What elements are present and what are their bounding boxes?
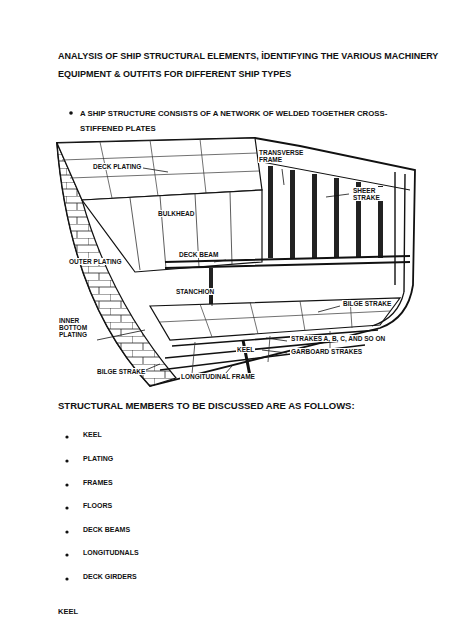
stanchion	[209, 268, 213, 306]
part-label: INNER BOTTOM PLATING	[58, 317, 98, 338]
sheer-strake	[395, 172, 405, 292]
bullet-text: A SHIP STRUCTURE CONSISTS OF A NETWORK O…	[80, 106, 428, 136]
part-label: STANCHION	[175, 288, 215, 295]
list-item: LONGITUDNALS	[83, 549, 139, 558]
bullet	[69, 111, 73, 115]
part-label: BILGE STRAKE	[96, 368, 146, 375]
list-item: DECK BEAMS	[83, 526, 130, 535]
list-item: FLOORS	[83, 502, 112, 511]
part-label: GARBOARD STRAKES	[290, 348, 363, 355]
hull-outline	[57, 138, 415, 386]
list-item: PLATING	[83, 455, 113, 464]
inner-bottom-plating	[150, 298, 400, 340]
list-item: FRAMES	[83, 479, 113, 488]
part-label: DECK BEAM	[178, 251, 219, 258]
part-label: STRAKES A, B, C, AND SO ON	[290, 335, 386, 342]
part-label: DECK PLATING	[92, 163, 142, 170]
page-title: ANALYSIS OF SHIP STRUCTURAL ELEMENTS, İD…	[58, 47, 443, 83]
deck-plating	[57, 138, 262, 200]
part-label: SHEER STRAKE	[352, 187, 390, 201]
part-label: LONGITUDINAL FRAME	[180, 373, 256, 380]
part-label: BULKHEAD	[157, 210, 195, 217]
leader-lines	[97, 168, 349, 374]
part-label: BILGE STRAKE	[342, 300, 392, 307]
section-heading: STRUCTURAL MEMBERS TO BE DISCUSSED ARE A…	[58, 400, 355, 412]
part-label: OUTER PLATING	[68, 258, 123, 265]
section-heading: KEEL	[58, 607, 78, 616]
list-item: DECK GIRDERS	[83, 573, 137, 582]
transverse-frames	[268, 166, 383, 258]
list-bullets	[65, 435, 68, 580]
part-label: TRANSVERSE FRAME	[258, 149, 308, 163]
part-label: KEEL	[236, 346, 255, 353]
list-item: KEEL	[83, 431, 102, 440]
bilge-strake	[372, 292, 404, 326]
